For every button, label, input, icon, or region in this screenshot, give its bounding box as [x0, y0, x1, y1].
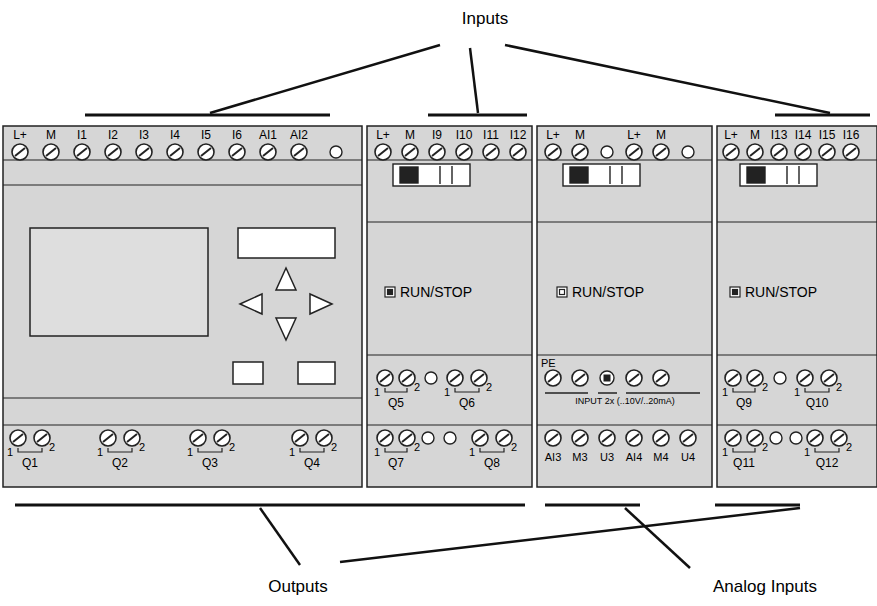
contact-number: 1	[7, 447, 13, 458]
terminal-label: M	[656, 129, 666, 141]
contact-number: 2	[139, 442, 145, 453]
terminal-label: I15	[819, 129, 836, 141]
terminal-label: L+	[546, 129, 560, 141]
output-label: Q1	[22, 457, 38, 469]
terminal-label: I1	[77, 129, 87, 141]
contact-number: 1	[187, 447, 193, 458]
contact-number: 2	[762, 442, 768, 453]
mode-label: RUN/STOP	[745, 285, 817, 299]
contact-number: 1	[374, 387, 380, 398]
contact-number: 1	[97, 447, 103, 458]
terminal-label: U4	[681, 452, 695, 463]
output-label: Q9	[736, 397, 752, 409]
contact-number: 1	[469, 447, 475, 458]
output-label: Q6	[459, 397, 475, 409]
contact-number: 2	[762, 382, 768, 393]
terminal-label: AI3	[545, 452, 562, 463]
output-label: Q2	[112, 457, 128, 469]
contact-number: 1	[722, 447, 728, 458]
output-label: Q8	[484, 457, 500, 469]
output-label: Q4	[304, 457, 320, 469]
terminal-label: I6	[232, 129, 242, 141]
terminal-label: M	[405, 129, 415, 141]
terminal-label: I11	[483, 129, 499, 141]
terminal-label: I4	[170, 129, 180, 141]
terminal-label: PE	[541, 358, 556, 369]
output-label: Q10	[806, 397, 829, 409]
output-label: Q12	[816, 457, 839, 469]
terminal-label: L+	[724, 129, 738, 141]
terminal-label: I12	[510, 129, 527, 141]
contact-number: 2	[229, 442, 235, 453]
mode-label: RUN/STOP	[400, 285, 472, 299]
output-label: Q7	[388, 457, 404, 469]
terminal-label: M3	[572, 452, 587, 463]
contact-number: 1	[444, 387, 450, 398]
contact-number: 1	[722, 387, 728, 398]
input-range-label: INPUT 2x (..10V/..20mA)	[575, 397, 674, 406]
terminal-label: M	[46, 129, 56, 141]
callout-label: Outputs	[268, 578, 328, 595]
output-label: Q11	[733, 457, 755, 469]
terminal-label: L+	[627, 129, 641, 141]
terminal-label: I13	[771, 129, 788, 141]
callout-label: Analog Inputs	[713, 578, 817, 595]
terminal-label: I2	[108, 129, 118, 141]
terminal-label: AI2	[290, 129, 308, 141]
contact-number: 2	[511, 442, 517, 453]
contact-number: 1	[374, 447, 380, 458]
contact-number: 2	[331, 442, 337, 453]
output-label: Q3	[202, 457, 218, 469]
terminal-label: I16	[843, 129, 860, 141]
contact-number: 2	[836, 382, 842, 393]
contact-number: 2	[846, 442, 852, 453]
output-label: Q5	[388, 397, 404, 409]
terminal-label: I3	[139, 129, 149, 141]
contact-number: 1	[289, 447, 295, 458]
callout-label: Inputs	[462, 10, 508, 27]
contact-number: 2	[486, 382, 492, 393]
contact-number: 2	[414, 442, 420, 453]
terminal-label: M	[575, 129, 585, 141]
terminal-label: AI1	[259, 129, 277, 141]
mode-label: RUN/STOP	[572, 285, 644, 299]
terminal-label: L+	[13, 129, 27, 141]
terminal-label: L+	[376, 129, 390, 141]
contact-number: 2	[49, 442, 55, 453]
terminal-label: I14	[795, 129, 812, 141]
terminal-label: I5	[201, 129, 211, 141]
terminal-label: I9	[432, 129, 442, 141]
contact-number: 1	[804, 447, 810, 458]
terminal-label: AI4	[626, 452, 643, 463]
terminal-label: U3	[600, 452, 614, 463]
terminal-label: I10	[456, 129, 473, 141]
terminal-label: M	[750, 129, 760, 141]
contact-number: 2	[414, 382, 420, 393]
contact-number: 1	[794, 387, 800, 398]
terminal-label: M4	[653, 452, 668, 463]
